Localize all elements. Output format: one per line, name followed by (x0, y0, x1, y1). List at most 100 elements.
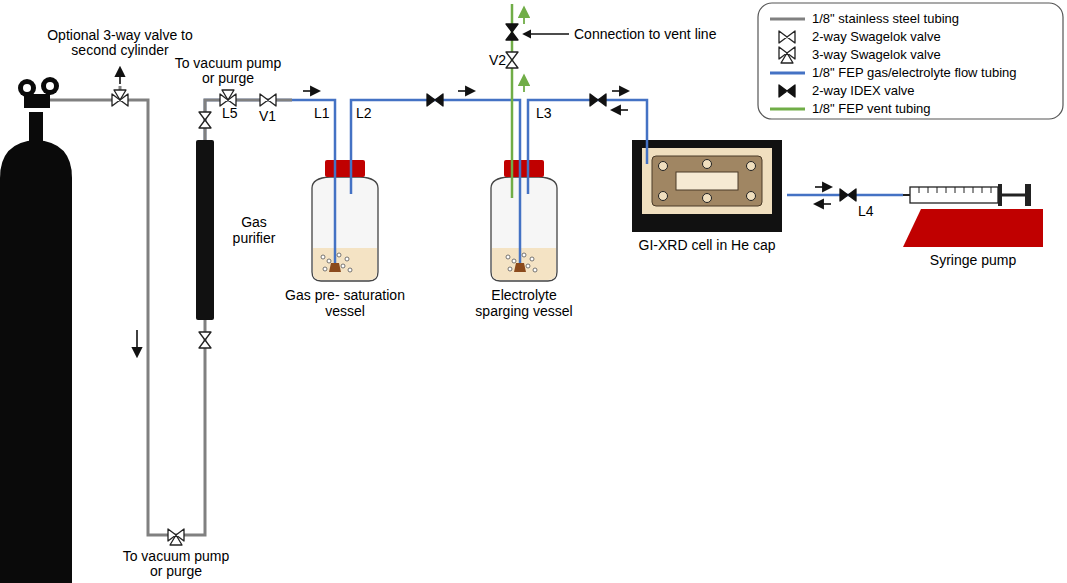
two-way-valve (199, 332, 211, 348)
flow-tubing (205, 100, 335, 160)
vent-arrow (523, 8, 525, 24)
bubble (321, 255, 325, 259)
bubble (533, 268, 537, 272)
gas-purifier: Gas purifier (196, 140, 286, 320)
two-way-valve (506, 52, 518, 68)
legend-sample (770, 72, 805, 75)
gas-frit (514, 263, 526, 272)
bubble (323, 267, 327, 271)
vessel: Gas pre- saturation vessel (285, 160, 405, 319)
legend-text: 2-way Swagelok valve (812, 28, 941, 46)
flow-arrow (119, 68, 121, 84)
legend-sample (779, 85, 795, 97)
bubble (526, 264, 530, 268)
cell-plate (652, 156, 762, 206)
cell-window (676, 172, 738, 190)
cell-bolt (703, 194, 712, 203)
purifier-shape (196, 140, 214, 320)
outlet-tube (350, 160, 353, 194)
bottle-body (312, 177, 378, 281)
flow-arrow (815, 203, 831, 205)
he-cap (632, 140, 782, 232)
bubble (345, 257, 349, 261)
three-way-valve (112, 90, 128, 106)
bubble (341, 264, 345, 268)
bottle-cap (325, 160, 365, 177)
dip-tube (334, 160, 337, 264)
bubble (512, 259, 516, 263)
flow-tubing (528, 100, 647, 160)
part-label: V2 (489, 52, 506, 68)
cell-inlet (646, 140, 649, 164)
part-label: L3 (536, 105, 552, 121)
cylinder-neck (29, 112, 43, 142)
gauge-face (23, 84, 31, 92)
purifier-body (196, 140, 214, 320)
barrel-tick (928, 187, 929, 193)
cell-bolt (659, 162, 668, 171)
annotation: To vacuum pump or purge (120, 549, 232, 579)
barrel-tick (919, 187, 920, 193)
bubble (530, 257, 534, 261)
legend-sample (770, 18, 805, 21)
cell-base (642, 148, 772, 214)
plunger-rod (998, 194, 1025, 197)
barrel-flange (998, 184, 1002, 206)
syringe-nozzle (903, 194, 910, 196)
bubble (348, 268, 352, 272)
two-way-valve (260, 94, 276, 106)
vent-arrow (523, 76, 525, 92)
node-label: GI-XRD cell in He cap (627, 237, 787, 253)
dip-tube (519, 160, 522, 264)
node-label: Electrolyte sparging vessel (464, 287, 584, 319)
flow-arrow (303, 90, 319, 92)
idex-valve (590, 94, 606, 106)
node-label: Gas pre- saturation vessel (285, 287, 405, 319)
annotation: Connection to vent line (574, 26, 716, 42)
plunger-cap (1025, 184, 1031, 206)
cell-bolt (703, 160, 712, 169)
regulator-gauge (41, 77, 59, 95)
part-label: L1 (314, 105, 330, 121)
cell-bolt (747, 162, 756, 171)
node-shape (479, 160, 569, 282)
bubble (327, 259, 331, 263)
flow-arrow (458, 90, 474, 92)
barrel-tick (955, 187, 956, 193)
flow-tubing (351, 100, 520, 160)
three-way-valve (168, 529, 184, 545)
node-shape (300, 160, 390, 282)
idex-valve (840, 189, 856, 201)
bubble (522, 253, 526, 257)
pump-base (903, 209, 1043, 247)
legend-text: 1/8" FEP gas/electrolyte flow tubing (812, 64, 1017, 82)
leader-arrow (524, 33, 569, 34)
xrd-cell: GI-XRD cell in He cap (627, 140, 787, 253)
legend-text: 2-way IDEX valve (812, 82, 915, 100)
bottle-cap (504, 160, 544, 177)
syringe-barrel (910, 187, 998, 203)
electrolyte (313, 248, 377, 280)
part-label: V1 (259, 108, 276, 124)
part-label: L2 (356, 105, 372, 121)
flow-arrow (612, 90, 628, 92)
regulator-gauge (18, 79, 36, 97)
legend-sample (779, 47, 795, 63)
bubble (337, 253, 341, 257)
bottle-body (491, 177, 557, 281)
gas-cylinder (0, 140, 72, 583)
barrel-tick (946, 187, 947, 193)
legend-frame (758, 3, 1063, 119)
two-way-valve (199, 112, 211, 128)
legend-text: 1/8" FEP vent tubing (812, 100, 931, 118)
idex-valve (427, 94, 443, 106)
bubble (506, 255, 510, 259)
legend-text: 1/8" stainless steel tubing (812, 10, 959, 28)
annotation: To vacuum pump or purge (172, 56, 284, 86)
cell-bolt (747, 192, 756, 201)
three-way-valve (220, 90, 236, 106)
flow-arrow (136, 330, 138, 356)
annotation: Optional 3-way valve to second cylinder (45, 28, 195, 58)
legend-text: 3-way Swagelok valve (812, 46, 941, 64)
